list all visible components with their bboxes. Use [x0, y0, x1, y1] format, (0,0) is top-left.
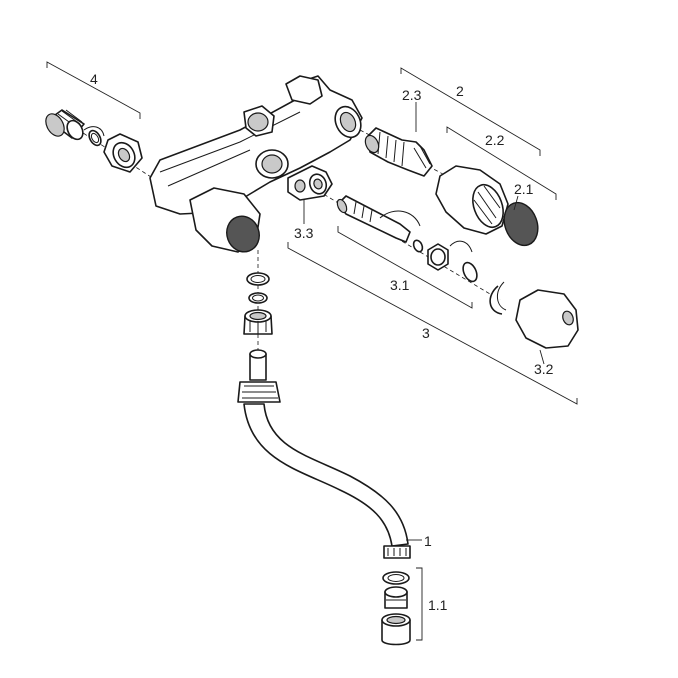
spout-fittings [243, 272, 273, 335]
callout-1: 1 [424, 533, 432, 549]
spindle-3-1 [336, 195, 478, 283]
callout-3-3: 3.3 [294, 225, 314, 241]
leader-2-1 [513, 195, 519, 211]
aerator-1-1 [381, 571, 411, 646]
rotation-arrow-sleeve [449, 240, 473, 253]
bracket-2-2 [446, 126, 557, 200]
spindle-assembly-3 [83, 126, 579, 349]
inlet-union-assembly [45, 109, 169, 189]
bracket-2 [400, 67, 541, 156]
rotation-arrow-spindle [379, 210, 421, 227]
bracket-3-1 [337, 226, 473, 309]
callout-4: 4 [90, 71, 98, 87]
inlet-o-ring [88, 129, 102, 147]
callout-2-2: 2.2 [485, 132, 505, 148]
bracket-1-1 [416, 567, 423, 641]
inlet-threaded-sleeve [45, 109, 85, 141]
callout-2-1: 2.1 [514, 181, 534, 197]
leader-3-2 [539, 349, 545, 365]
bracket-3 [287, 242, 578, 405]
spout-sleeve [243, 309, 273, 335]
left-handle-cap [226, 215, 260, 253]
callout-2: 2 [456, 83, 464, 99]
callout-2-3: 2.3 [402, 87, 422, 103]
circlip [489, 285, 503, 315]
bracket-4 [46, 61, 141, 119]
adapter-3-3 [287, 165, 333, 201]
spout-1 [237, 349, 411, 559]
rotation-arrow-union [83, 126, 105, 137]
handle-2-2 [435, 165, 509, 235]
spout-o-ring-upper [246, 272, 270, 286]
cartridge-2-3 [364, 127, 433, 177]
aerator-housing [381, 619, 411, 646]
spout-o-ring-lower [248, 292, 268, 304]
callout-1-1: 1.1 [428, 597, 448, 613]
cartridge-assembly-2 [364, 127, 539, 247]
knob-3-2 [515, 289, 579, 349]
callout-3: 3 [422, 325, 430, 341]
inlet-hex-nut [103, 133, 143, 173]
callout-3-1: 3.1 [390, 277, 410, 293]
callout-3-2: 3.2 [534, 361, 554, 377]
cap-2-1 [503, 201, 539, 247]
mixer-body [149, 75, 363, 253]
aerator-washer [382, 571, 410, 585]
axis-line-3 [299, 179, 501, 301]
